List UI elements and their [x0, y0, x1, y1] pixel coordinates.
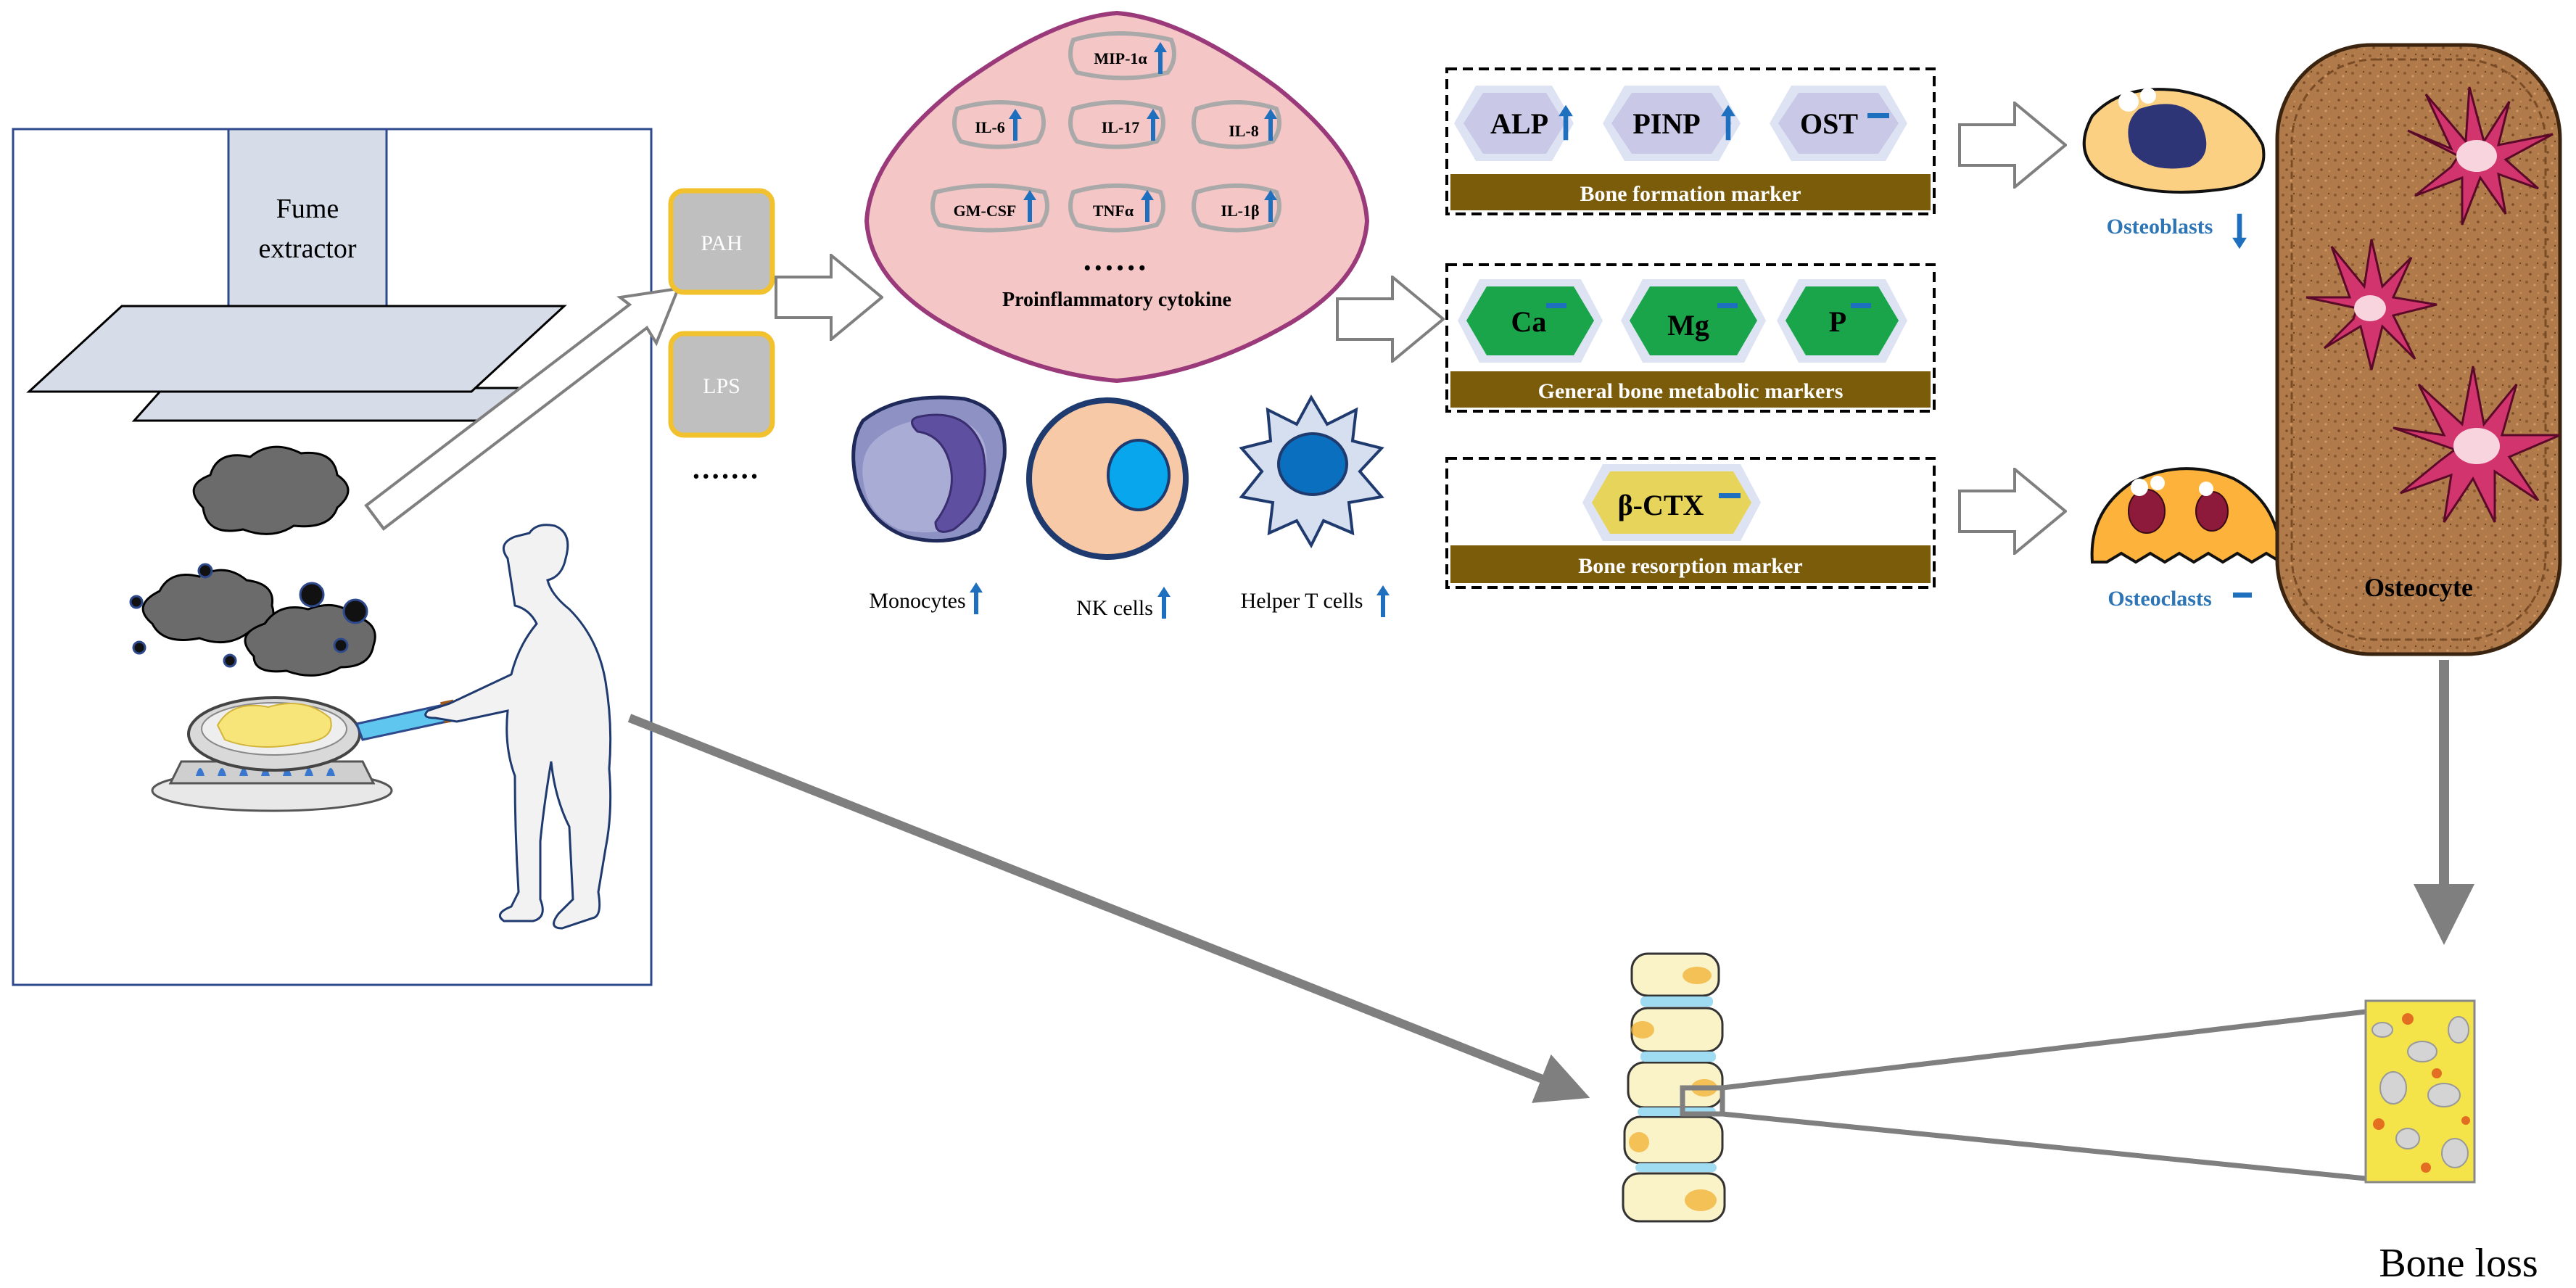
osteoblasts-label: Osteoblasts	[2107, 215, 2213, 239]
resorption-to-osteoclasts-arrow	[1958, 468, 2067, 555]
monocytes-up-arrow-icon	[970, 582, 983, 614]
osteocyte-label: Osteocyte	[2364, 573, 2473, 602]
metabolic-panel	[1445, 263, 1936, 413]
cytokine-cloud: MIP-1α IL-6 IL-17 IL-8 GM-CSF TNFα IL-1β…	[864, 10, 1370, 384]
cytokine-tnfa: TNFα	[1093, 202, 1134, 220]
cytokines-to-markers-arrow	[1336, 276, 1445, 363]
cytokine-mip-1a: MIP-1α	[1094, 49, 1147, 67]
marker-p: P	[1829, 305, 1846, 338]
cook-silhouette	[424, 524, 612, 930]
cytokine-gm-csf: GM-CSF	[954, 202, 1017, 220]
marker-mg: Mg	[1667, 309, 1709, 342]
bone-formation-bar	[1450, 174, 1931, 210]
osteoblast-cell	[2082, 88, 2266, 194]
cytokine-ellipsis: ••••••	[1084, 257, 1150, 278]
cytokine-il-1b: IL-1β	[1221, 202, 1259, 220]
spine	[1622, 952, 1726, 1223]
osteoclast-cell	[2090, 467, 2283, 565]
p-no-change-icon	[1851, 303, 1871, 308]
helper-t-cells-label: Helper T cells	[1241, 589, 1363, 613]
helper-t-cells-up-arrow-icon	[1376, 585, 1390, 617]
monocytes-label: Monocytes	[869, 589, 965, 613]
marker-ost: OST	[1800, 107, 1858, 140]
cytokine-il-6: IL-6	[975, 118, 1005, 136]
cytokine-diamond	[864, 10, 1370, 384]
kitchen-scene: Fume extractor	[12, 128, 681, 986]
pollutant-ellipsis: ·······	[691, 460, 759, 492]
marker-panels: ALP PINP OST Bone formation marker Ca Mg…	[1445, 67, 1936, 589]
cook-to-spine-arrow	[627, 714, 1590, 1103]
smoke-to-pollutants-arrow	[364, 286, 681, 531]
osteocyte-matrix: Osteocyte	[2275, 43, 2562, 656]
bone-loss-label: Bone loss	[2379, 1241, 2538, 1286]
fume-extractor-label-2: extractor	[258, 234, 356, 264]
metabolic-bar	[1450, 371, 1931, 408]
cytokine-il-8: IL-8	[1229, 122, 1259, 140]
fume-extractor-label: Fume	[276, 194, 339, 224]
soot-particles	[129, 563, 368, 668]
bone-resorption-panel	[1445, 457, 1936, 589]
mg-no-change-icon	[1717, 303, 1738, 308]
immune-cells: Monocytes NK cells Helper T cells	[851, 394, 1390, 620]
osteoclasts-no-change-icon	[2233, 593, 2252, 598]
zoom-line-top	[1722, 1009, 2366, 1091]
frying-pan-on-stove	[151, 696, 459, 812]
fume-hood-lower	[131, 387, 540, 422]
smoke-clouds	[141, 445, 376, 677]
pollutants-to-cytokines-arrow	[775, 254, 883, 341]
osteoblasts-down-arrow-icon	[2232, 213, 2247, 249]
osteoclasts-label: Osteoclasts	[2108, 587, 2211, 611]
nk-cell	[1026, 397, 1189, 560]
marker-pinp: PINP	[1632, 107, 1700, 140]
nk-cells-up-arrow-icon	[1157, 587, 1171, 619]
nk-cells-label: NK cells	[1076, 596, 1153, 620]
pollutant-box-lps	[668, 331, 775, 438]
cytokine-label: Proinflammatory cytokine	[1002, 289, 1231, 311]
fume-hood	[26, 305, 567, 393]
bone-resorption-title: Bone resorption marker	[1578, 554, 1802, 578]
ca-no-change-icon	[1546, 303, 1566, 308]
marker-ca: Ca	[1511, 305, 1547, 338]
pollutant-box-pah	[668, 188, 775, 295]
ost-no-change-icon	[1867, 113, 1889, 118]
bone-resorption-bar	[1450, 545, 1931, 583]
pollutant-label-pah: PAH	[701, 231, 742, 255]
spine-zoom-box	[1680, 1085, 1725, 1117]
fume-extractor-duct	[227, 128, 388, 308]
bone-formation-panel	[1445, 67, 1936, 215]
marker-alp: ALP	[1490, 107, 1548, 140]
bone-formation-title: Bone formation marker	[1580, 182, 1801, 206]
zoom-line-bottom	[1722, 1111, 2366, 1181]
cytokine-il-17: IL-17	[1102, 118, 1140, 136]
pollutant-label-lps: LPS	[703, 374, 740, 398]
trabecular-bone	[2364, 999, 2476, 1184]
b-ctx-no-change-icon	[1719, 493, 1741, 498]
marker-b-ctx: β-CTX	[1618, 489, 1704, 521]
monocyte-cell	[851, 395, 1007, 543]
formation-to-osteoblasts-arrow	[1958, 102, 2067, 189]
metabolic-title: General bone metabolic markers	[1538, 379, 1844, 403]
pollutants: PAH LPS ·······	[668, 188, 775, 492]
helper-t-cell	[1239, 394, 1384, 549]
